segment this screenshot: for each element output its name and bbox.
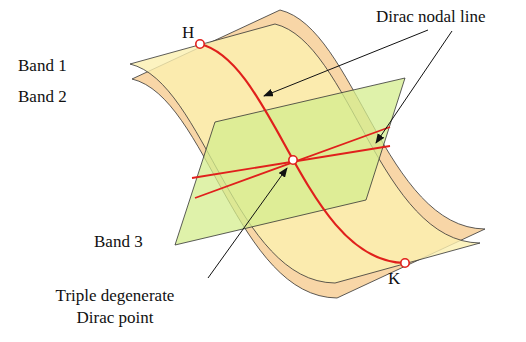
band-1-sheet bbox=[130, 24, 480, 283]
leader-arrow bbox=[264, 30, 428, 96]
point-label: K bbox=[388, 268, 400, 290]
point-k bbox=[401, 259, 409, 267]
band-label: Band 3 bbox=[94, 231, 143, 253]
band-label: Band 1 bbox=[18, 55, 67, 77]
nodal-line bbox=[192, 146, 390, 178]
point-h bbox=[196, 40, 204, 48]
band-3-plane bbox=[175, 78, 405, 245]
point-label: H bbox=[182, 22, 194, 44]
band-label: Band 2 bbox=[18, 86, 67, 108]
leader-label: Triple degenerate Dirac point bbox=[40, 285, 190, 329]
leader-arrow bbox=[376, 31, 452, 143]
dirac-point bbox=[289, 156, 297, 164]
leader-arrow bbox=[208, 168, 287, 278]
leader-label: Dirac nodal line bbox=[376, 6, 486, 28]
nodal-line bbox=[195, 127, 390, 198]
nodal-line bbox=[200, 44, 405, 263]
